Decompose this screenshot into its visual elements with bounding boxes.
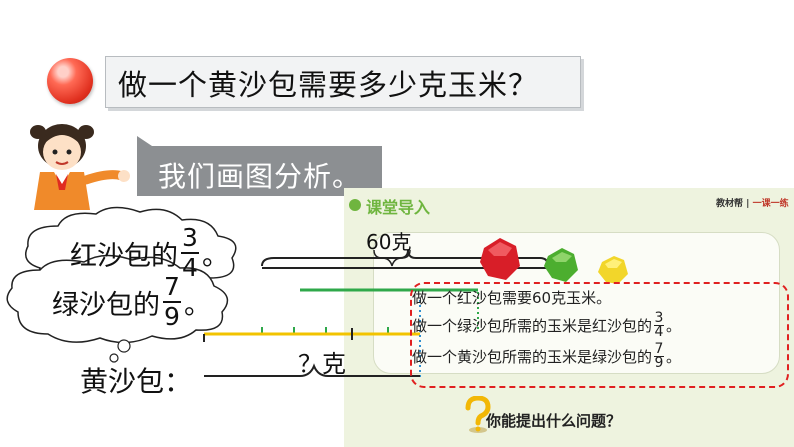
red-brace [261,249,549,267]
girl-illustration [30,124,130,210]
speech-text: 我们画图分析。 [158,160,362,193]
brand-part2: 一课一练 [752,199,789,209]
condition-line-1: 做一个红沙包需要60克玉米。 [412,289,612,307]
question-mark-icon [465,396,491,433]
total-label: 60克 [366,230,412,254]
yellow-sandbag-icon [598,256,628,284]
yellow-brace [204,363,420,377]
unknown-label: ？克 [298,350,346,378]
brand-part1: 教材帮 [716,199,744,209]
speech-bubble [137,146,382,196]
red-ball-icon [47,58,93,104]
prompt-text: 你能提出什么问题？ [486,412,622,430]
title-dot-icon [349,199,361,211]
question-box [105,56,581,108]
conditions-box [410,282,789,388]
diagram-card [373,232,780,374]
panel-title: 课堂导入 [366,198,431,217]
yellow-label: 黄沙包： [80,365,193,398]
question-text: 做一个黄沙包需要多少克玉米？ [118,68,539,102]
green-sandbag-icon [544,248,578,282]
brand-logo: 教材帮 | 一课一练 [716,199,789,209]
green-cloud-shape [6,254,229,344]
red-sandbag-icon [480,238,520,280]
green-ticks [261,327,389,333]
speech-tail [137,136,155,148]
